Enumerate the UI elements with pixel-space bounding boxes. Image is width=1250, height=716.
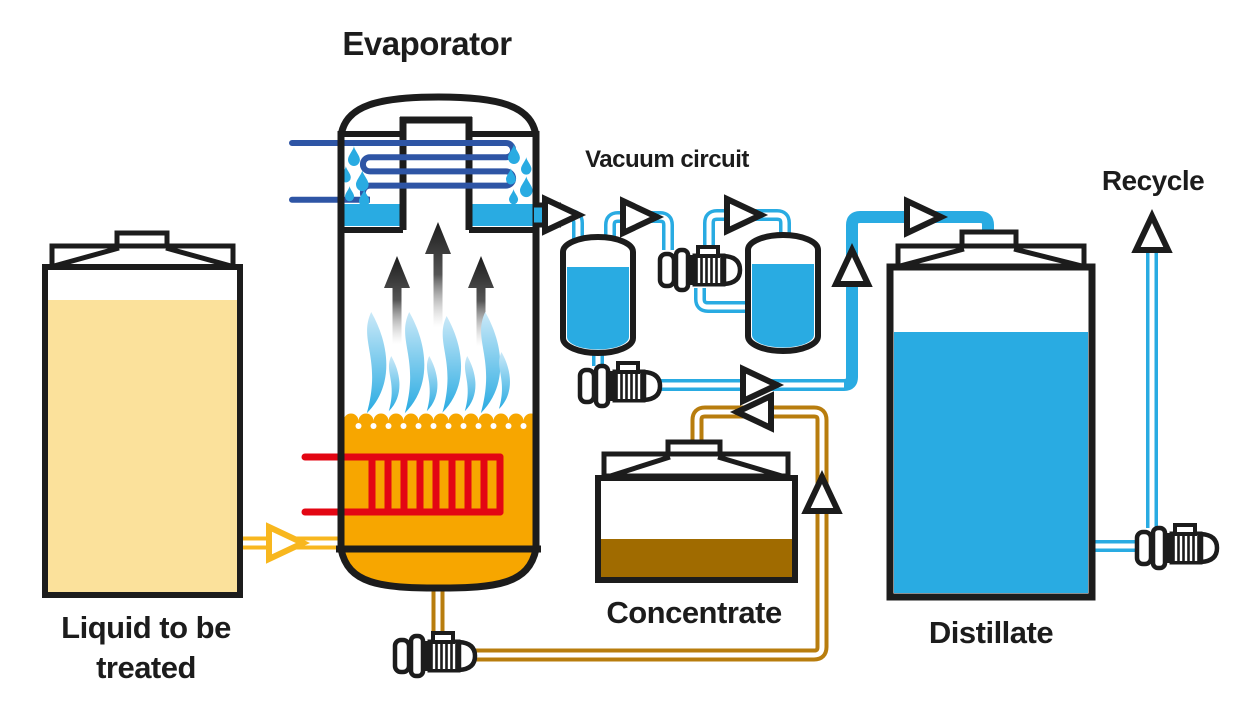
hollow-arrow-icon bbox=[727, 199, 761, 231]
concentrate-tank-lid bbox=[601, 451, 791, 479]
evaporator-bottom-liquid bbox=[343, 549, 533, 585]
hollow-arrow-icon bbox=[907, 201, 941, 233]
heating-element bbox=[301, 453, 504, 516]
liquid-surface-bubbles bbox=[343, 413, 539, 429]
feed-tank bbox=[42, 230, 243, 598]
feed-tank-label-line2: treated bbox=[96, 650, 196, 685]
vacuum-tank-1-liquid bbox=[567, 267, 629, 350]
recycle-label: Recycle bbox=[1102, 165, 1204, 196]
vacuum-pipe-pump-drain-to-tank2 bbox=[694, 288, 752, 313]
concentrate-pipe-loop bbox=[472, 405, 829, 662]
evaporator bbox=[289, 93, 561, 592]
hollow-arrow-icon bbox=[623, 201, 657, 233]
distillate-pump-icon bbox=[580, 363, 660, 406]
evaporator-vessel-outline bbox=[336, 93, 541, 592]
feed-tank-liquid bbox=[48, 300, 237, 592]
distillate-tank-liquid bbox=[894, 332, 1088, 593]
vacuum-tank-2-liquid bbox=[752, 264, 814, 348]
feed-tank-label-line1: Liquid to be bbox=[61, 610, 231, 645]
concentrate-tank-liquid bbox=[601, 539, 792, 577]
steam-arrows bbox=[384, 222, 494, 346]
hollow-arrow-up-icon bbox=[806, 477, 838, 511]
recycle-pump-icon bbox=[1137, 525, 1217, 568]
recycle-arrow-up-icon bbox=[1136, 216, 1168, 250]
concentrate-pump-icon bbox=[395, 633, 475, 676]
feed-flow-arrow-icon bbox=[269, 527, 303, 559]
concentrate-label: Concentrate bbox=[606, 595, 782, 630]
vacuum-tank-2 bbox=[745, 232, 821, 354]
concentrate-tank bbox=[595, 439, 798, 583]
evaporator-label: Evaporator bbox=[342, 25, 512, 62]
steam-arrow-icon bbox=[384, 256, 410, 344]
steam-arrow-icon bbox=[468, 256, 494, 346]
vacuum-pump-icon bbox=[660, 247, 740, 290]
vacuum-circuit-label: Vacuum circuit bbox=[585, 146, 749, 173]
hollow-arrow-up-icon bbox=[836, 250, 868, 284]
distillate-label: Distillate bbox=[929, 615, 1053, 650]
vacuum-tank-1 bbox=[560, 234, 636, 356]
distillate-tank bbox=[886, 229, 1096, 601]
steam-arrow-icon bbox=[425, 222, 451, 327]
